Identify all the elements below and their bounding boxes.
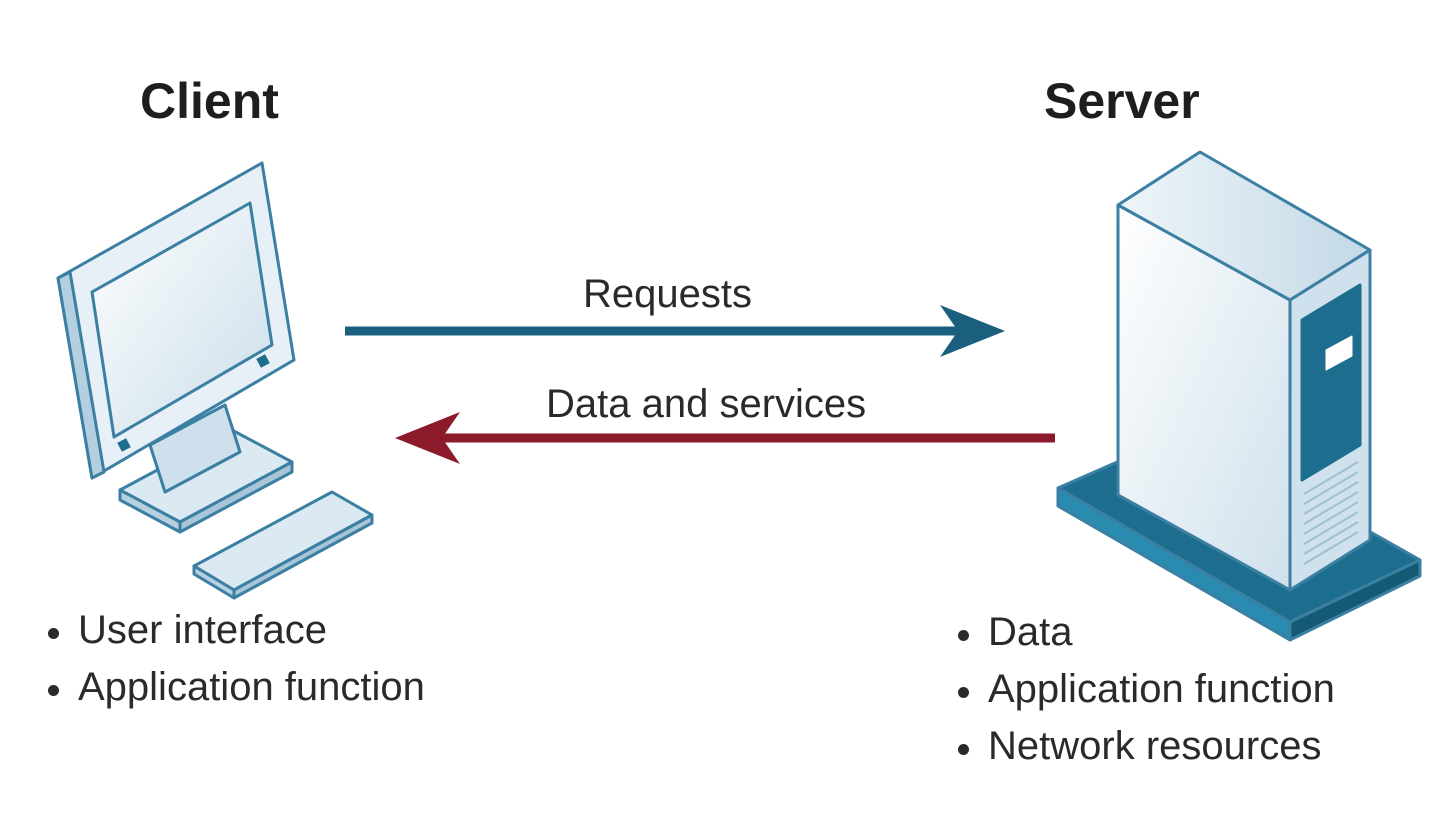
request-arrowhead	[940, 305, 1005, 357]
list-item: User interface	[46, 602, 425, 659]
list-item: Data	[956, 604, 1335, 661]
server-bullet-list: Data Application function Network resour…	[956, 604, 1335, 775]
computer-icon	[56, 161, 374, 600]
server-title: Server	[1044, 73, 1200, 129]
list-item: Application function	[46, 659, 425, 716]
response-label: Data and services	[546, 382, 867, 426]
request-label: Requests	[583, 272, 752, 316]
request-arrow	[345, 305, 1005, 357]
list-item: Network resources	[956, 718, 1335, 775]
response-arrow	[395, 412, 1055, 464]
response-arrowhead	[395, 412, 460, 464]
client-bullet-list: User interface Application function	[46, 602, 425, 716]
list-item: Application function	[956, 661, 1335, 718]
client-title: Client	[140, 73, 279, 129]
server-icon	[1056, 150, 1422, 642]
